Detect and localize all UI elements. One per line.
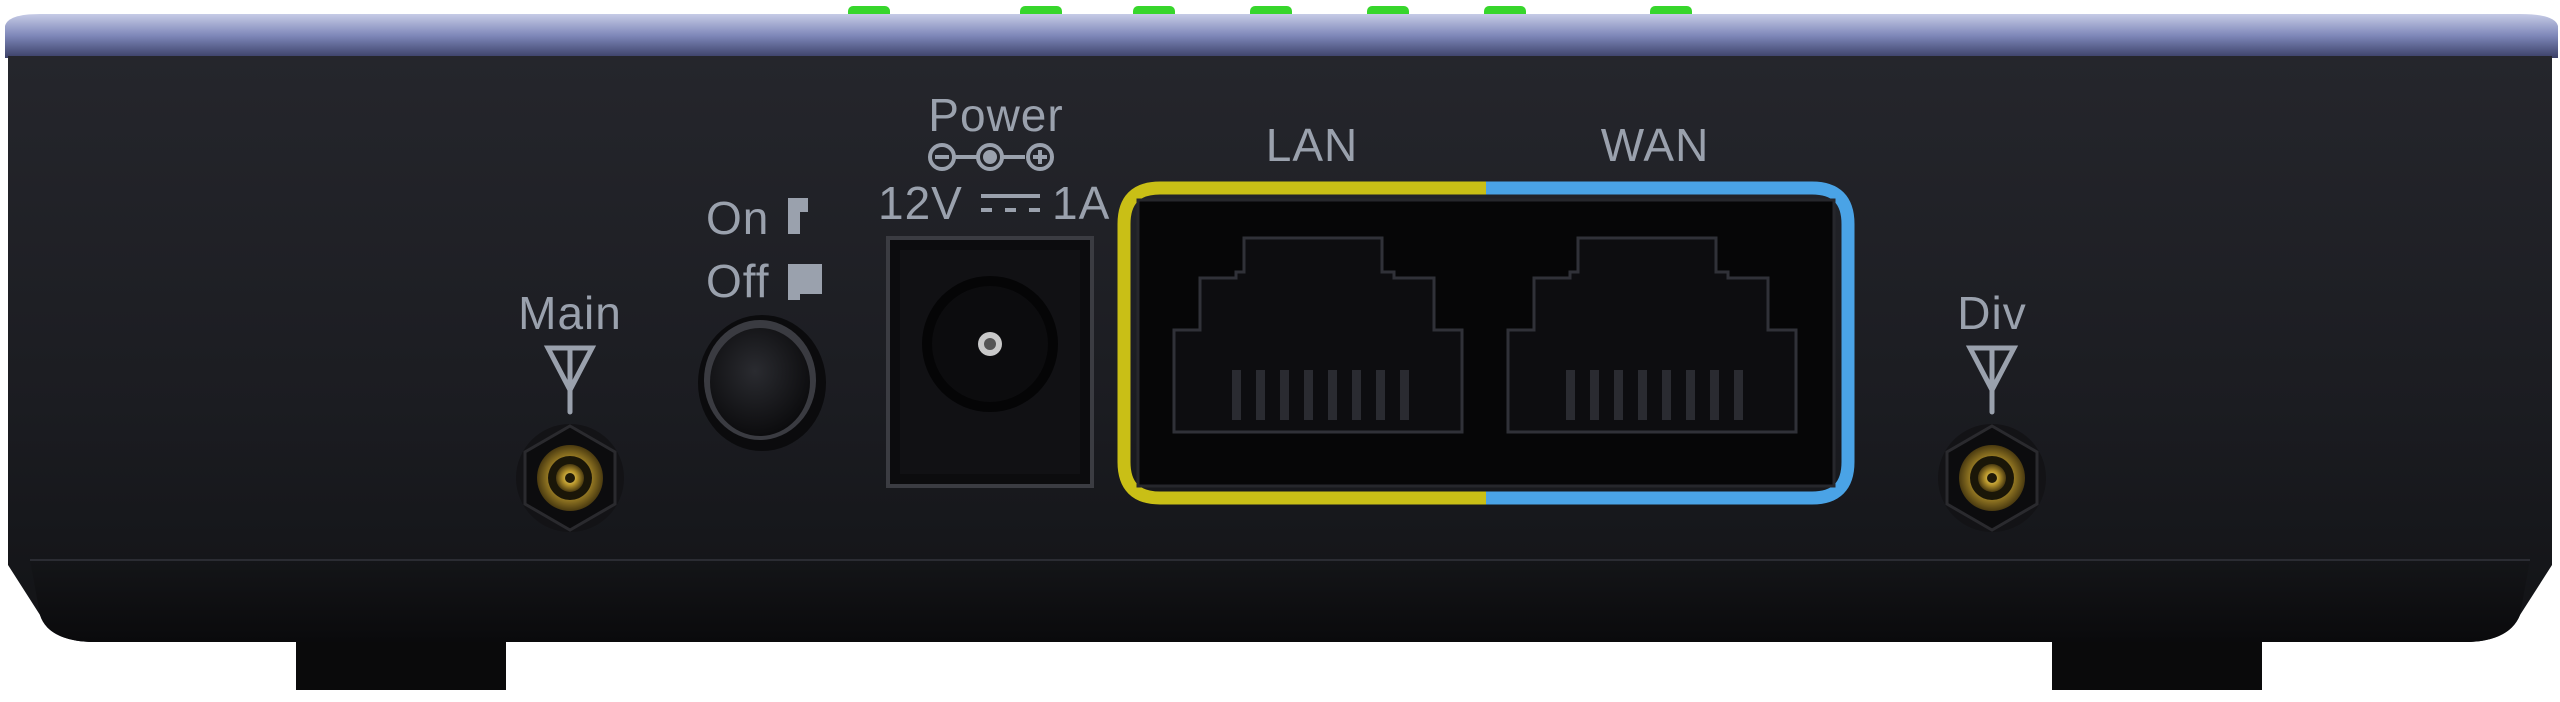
foot-left <box>296 642 506 690</box>
switch-off-label: Off <box>706 255 770 307</box>
device-base <box>30 560 2530 642</box>
lan-label: LAN <box>1265 119 1359 171</box>
power-voltage-label: 12V <box>878 177 963 229</box>
dc-power-jack <box>886 236 1094 488</box>
antenna-icon <box>1965 345 2019 415</box>
antenna-icon <box>543 345 597 415</box>
div-antenna-connector <box>1938 424 2046 532</box>
wan-label: WAN <box>1600 119 1710 171</box>
foot-right <box>2052 642 2262 690</box>
wan-port <box>1506 236 1798 434</box>
top-bezel <box>5 14 2558 58</box>
div-antenna-label: Div <box>1957 287 2027 339</box>
power-title-label: Power <box>928 89 1064 141</box>
polarity-icon <box>928 143 1054 171</box>
dc-current-icon <box>981 194 1040 212</box>
main-antenna-label: Main <box>518 287 622 339</box>
switch-position-icon <box>788 198 822 300</box>
lan-port <box>1172 236 1464 434</box>
main-antenna-connector <box>516 424 624 532</box>
power-current-label: 1A <box>1052 177 1111 229</box>
switch-on-label: On <box>706 192 770 244</box>
power-switch <box>698 315 826 451</box>
